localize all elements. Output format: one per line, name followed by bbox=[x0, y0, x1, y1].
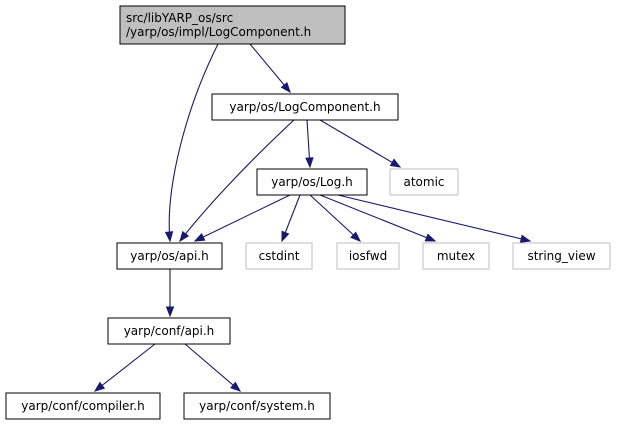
arrowhead-icon bbox=[305, 157, 314, 169]
node-box bbox=[5, 392, 161, 420]
arrowhead-icon bbox=[230, 381, 242, 392]
arrowhead-icon bbox=[424, 233, 437, 242]
edge-line bbox=[319, 119, 401, 168]
edge-root-to-logcomponent bbox=[249, 43, 291, 94]
node-label: cstdint bbox=[259, 249, 300, 263]
node-conf_api[interactable]: yarp/conf/api.h bbox=[107, 317, 231, 345]
edge-log-to-mutex bbox=[319, 194, 437, 242]
node-label: yarp/conf/system.h bbox=[199, 399, 315, 413]
node-box bbox=[211, 93, 399, 121]
node-box bbox=[389, 168, 459, 196]
node-label: yarp/os/api.h bbox=[130, 249, 208, 263]
edge-logcomponent-to-log bbox=[305, 119, 314, 169]
node-atomic: atomic bbox=[389, 168, 459, 196]
arrowhead-icon bbox=[519, 234, 532, 243]
edge-line bbox=[309, 194, 361, 242]
edge-root-to-os_api bbox=[164, 43, 219, 243]
node-box bbox=[336, 242, 400, 270]
arrowhead-icon bbox=[281, 230, 290, 243]
node-logcomponent[interactable]: yarp/os/LogComponent.h bbox=[211, 93, 399, 121]
node-box bbox=[107, 317, 231, 345]
edge-logcomponent-to-atomic bbox=[319, 119, 402, 168]
edge-line bbox=[168, 43, 219, 242]
node-cstdint: cstdint bbox=[245, 242, 313, 270]
nodes-layer: src/libYARP_os/src/yarp/os/impl/LogCompo… bbox=[5, 5, 611, 420]
arrowhead-icon bbox=[280, 81, 291, 94]
edge-line bbox=[337, 194, 531, 242]
node-label: yarp/conf/api.h bbox=[124, 324, 215, 338]
node-iosfwd: iosfwd bbox=[336, 242, 400, 270]
node-label: string_view bbox=[527, 249, 595, 263]
node-box bbox=[512, 242, 611, 270]
node-box bbox=[422, 242, 490, 270]
node-string_view: string_view bbox=[512, 242, 611, 270]
edge-line bbox=[319, 194, 436, 242]
edge-line bbox=[179, 119, 295, 242]
node-label: /yarp/os/impl/LogComponent.h bbox=[126, 25, 311, 39]
arrowhead-icon bbox=[193, 233, 206, 242]
node-label: src/libYARP_os/src bbox=[126, 11, 233, 25]
node-compiler[interactable]: yarp/conf/compiler.h bbox=[5, 392, 161, 420]
node-label: yarp/conf/compiler.h bbox=[21, 399, 144, 413]
node-label: iosfwd bbox=[349, 249, 387, 263]
node-log[interactable]: yarp/os/Log.h bbox=[256, 168, 368, 196]
arrowhead-icon bbox=[165, 306, 175, 318]
edge-log-to-os_api bbox=[193, 194, 291, 242]
node-mutex: mutex bbox=[422, 242, 490, 270]
arrowhead-icon bbox=[164, 231, 174, 243]
arrowhead-icon bbox=[350, 231, 362, 242]
node-os_api[interactable]: yarp/os/api.h bbox=[116, 242, 223, 270]
arrowhead-icon bbox=[389, 158, 402, 168]
edge-conf_api-to-compiler bbox=[93, 343, 156, 392]
node-system[interactable]: yarp/conf/system.h bbox=[183, 392, 331, 420]
node-label: mutex bbox=[437, 249, 475, 263]
node-box bbox=[116, 242, 223, 270]
edge-log-to-string_view bbox=[337, 194, 532, 243]
edge-log-to-cstdint bbox=[281, 194, 301, 243]
node-box bbox=[183, 392, 331, 420]
node-root[interactable]: src/libYARP_os/src/yarp/os/impl/LogCompo… bbox=[119, 5, 346, 45]
arrowhead-icon bbox=[179, 230, 190, 243]
edges-layer bbox=[93, 43, 532, 392]
edge-line bbox=[94, 343, 156, 392]
edge-os_api-to-conf_api bbox=[165, 269, 175, 318]
arrowhead-icon bbox=[93, 381, 106, 392]
edge-logcomponent-to-os_api bbox=[179, 119, 295, 243]
edge-line bbox=[184, 343, 241, 392]
edge-line bbox=[194, 194, 291, 242]
node-label: yarp/os/LogComponent.h bbox=[229, 100, 380, 114]
node-box bbox=[256, 168, 368, 196]
node-box bbox=[119, 5, 346, 45]
edge-log-to-iosfwd bbox=[309, 194, 362, 242]
node-label: yarp/os/Log.h bbox=[271, 175, 353, 189]
edge-line bbox=[249, 43, 291, 93]
edge-conf_api-to-system bbox=[184, 343, 242, 392]
node-box bbox=[245, 242, 313, 270]
node-label: atomic bbox=[403, 175, 444, 189]
